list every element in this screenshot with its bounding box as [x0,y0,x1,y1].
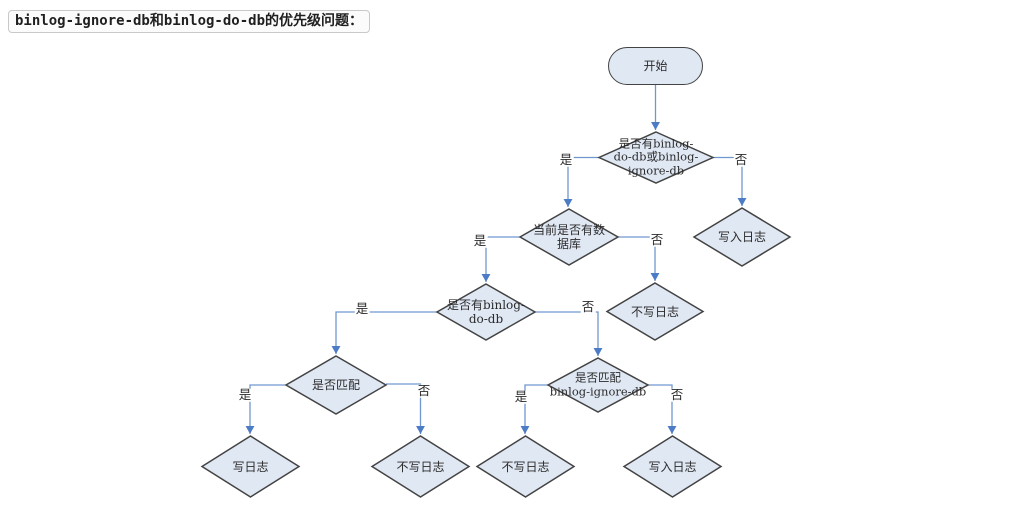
node-has-binlog-rules-label: 是否有binlog- do-db或binlog- ignore-db [613,136,699,178]
node-no-log-b: 不写日志 [372,436,469,497]
diamond-shape [624,436,721,497]
diamond-shape [548,358,648,412]
node-write-log-a: 写日志 [202,436,299,497]
edge-label-no: 否 [416,382,432,398]
diamond-shape [286,356,386,414]
node-has-do-db-label: 是否有binlog- do-db [446,297,526,326]
diamond-shape [607,283,703,340]
node-no-log-c-label: 不写日志 [501,459,550,474]
page-title: binlog-ignore-db和binlog-do-db的优先级问题： [8,10,371,33]
node-has-current-db-label: 当前是否有数 据库 [532,222,605,251]
node-has-do-db: 是否有binlog- do-db [437,284,535,340]
diamond-shape [372,436,469,497]
node-write-log-top: 写入日志 [694,208,790,266]
node-no-log-c: 不写日志 [477,436,574,497]
diamond-shape [202,436,299,497]
edge-label-yes: 是 [513,388,529,404]
node-match-do-db-label: 是否匹配 [311,377,360,392]
node-has-current-db: 当前是否有数 据库 [520,209,618,265]
node-write-log-d: 写入日志 [624,436,721,497]
edge-label-yes: 是 [237,386,253,402]
diamond-shape [437,284,535,340]
node-no-log-mid: 不写日志 [607,283,703,340]
edge-label-yes: 是 [354,300,370,316]
edge-label-yes: 是 [558,151,574,167]
edge-label-no: 否 [733,151,749,167]
diamond-shape [694,208,790,266]
edge-label-no: 否 [649,231,665,247]
edge-label-no: 否 [669,386,685,402]
edge-label-yes: 是 [472,232,488,248]
diamond-shape [477,436,574,497]
node-match-do-db: 是否匹配 [286,356,386,414]
node-no-log-mid-label: 不写日志 [630,304,679,319]
edge-label-no: 否 [580,298,596,314]
node-has-binlog-rules: 是否有binlog- do-db或binlog- ignore-db [599,132,713,183]
node-write-log-a-label: 写日志 [232,459,269,474]
node-start-label: 开始 [643,58,668,73]
node-match-ignore-db-label: 是否匹配 binlog-ignore-db [549,370,647,398]
node-no-log-b-label: 不写日志 [396,459,445,474]
node-start: 开始 [608,47,703,85]
node-write-log-top-label: 写入日志 [717,229,766,244]
node-match-ignore-db: 是否匹配 binlog-ignore-db [548,358,648,412]
diamond-shape [520,209,618,265]
node-write-log-d-label: 写入日志 [648,459,697,474]
diamond-shape [599,132,713,183]
